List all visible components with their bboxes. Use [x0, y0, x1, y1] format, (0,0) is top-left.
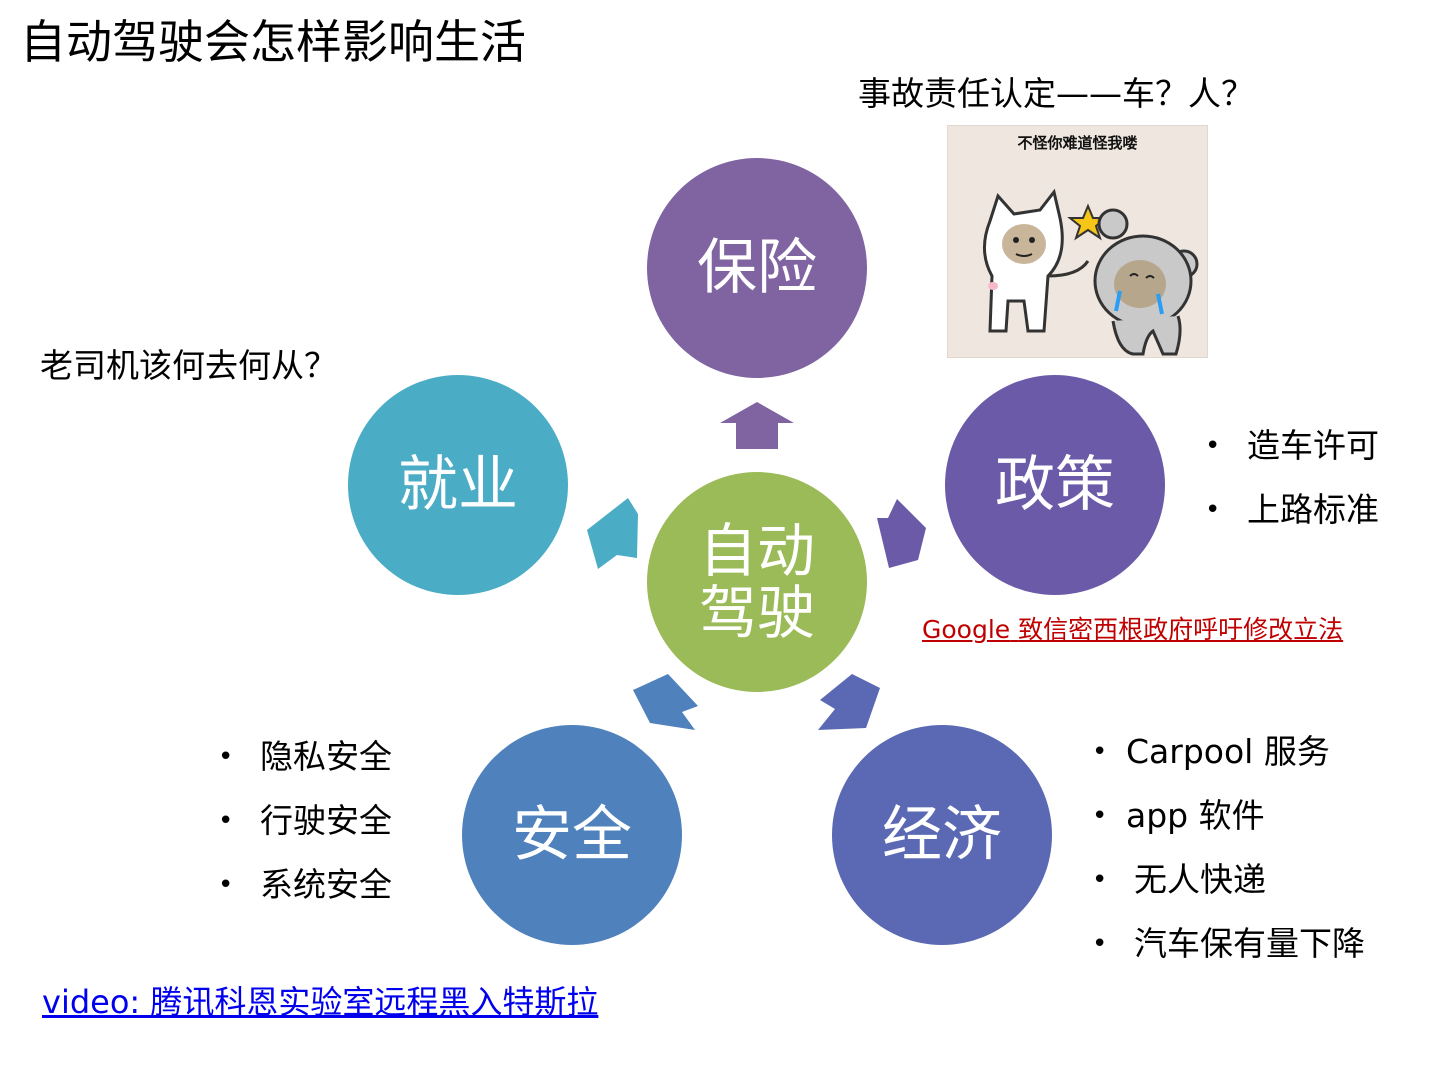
economy-bullet-list: •Carpool 服务 •app 软件 •无人快递 •汽车保有量下降 [1092, 731, 1365, 987]
arrow-to-employment [587, 498, 638, 569]
economy-label: 经济 [882, 800, 1002, 870]
list-item: •行驶安全 [218, 801, 392, 840]
meme-image: 不怪你难道怪我喽 [947, 125, 1208, 358]
list-item: •Carpool 服务 [1092, 732, 1330, 771]
security-bullet-list: •隐私安全 •行驶安全 •系统安全 [218, 736, 392, 928]
arrow-to-economy [818, 674, 880, 730]
driver-note: 老司机该何去何从？ [40, 346, 337, 385]
list-item: •无人快递 [1092, 860, 1266, 899]
autonomous-driving-center-node: 自动 驾驶 [647, 472, 867, 692]
center-label-line2: 驾驶 [698, 579, 815, 647]
employment-node: 就业 [348, 375, 568, 595]
bullet-icon: • [1092, 929, 1108, 959]
list-item: •汽车保有量下降 [1092, 924, 1365, 963]
slide-title: 自动驾驶会怎样影响生活 [20, 15, 526, 69]
arrow-to-insurance [720, 402, 794, 449]
list-item: •隐私安全 [218, 737, 392, 776]
bullet-icon: • [218, 742, 234, 772]
google-link-part2[interactable]: 致信密西根政府呼吁修改立法 [1018, 615, 1344, 644]
bullet-icon: • [218, 806, 234, 836]
insurance-node: 保险 [647, 158, 867, 378]
list-item: •app 软件 [1092, 796, 1265, 835]
liability-note: 事故责任认定——车？人？ [858, 74, 1254, 113]
bullet-icon: • [1092, 737, 1108, 767]
policy-label: 政策 [995, 450, 1115, 520]
arrow-to-security [633, 674, 698, 730]
policy-node: 政策 [945, 375, 1165, 595]
bullet-icon: • [1205, 431, 1221, 461]
video-link[interactable]: video: 腾讯科恩实验室远程黑入特斯拉 [42, 983, 599, 1021]
employment-label: 就业 [398, 450, 518, 520]
bullet-icon: • [1205, 495, 1221, 525]
security-label: 安全 [512, 800, 632, 870]
policy-bullet-list: •造车许可 •上路标准 [1205, 425, 1379, 553]
insurance-label: 保险 [697, 233, 817, 303]
arrow-to-policy [877, 499, 926, 568]
bullet-icon: • [1092, 865, 1108, 895]
list-item: •上路标准 [1205, 490, 1379, 529]
cartoon-cat-bear-icon [983, 188, 1199, 356]
security-node: 安全 [462, 725, 682, 945]
google-link-part1[interactable]: Google [922, 615, 1011, 644]
bullet-icon: • [1092, 801, 1108, 831]
center-label-line1: 自动 [698, 517, 815, 585]
list-item: •系统安全 [218, 865, 392, 904]
bullet-icon: • [218, 870, 234, 900]
meme-caption: 不怪你难道怪我喽 [1017, 134, 1138, 152]
google-michigan-link[interactable]: Google 致信密西根政府呼吁修改立法 [922, 614, 1343, 646]
list-item: •造车许可 [1205, 426, 1379, 465]
economy-node: 经济 [832, 725, 1052, 945]
